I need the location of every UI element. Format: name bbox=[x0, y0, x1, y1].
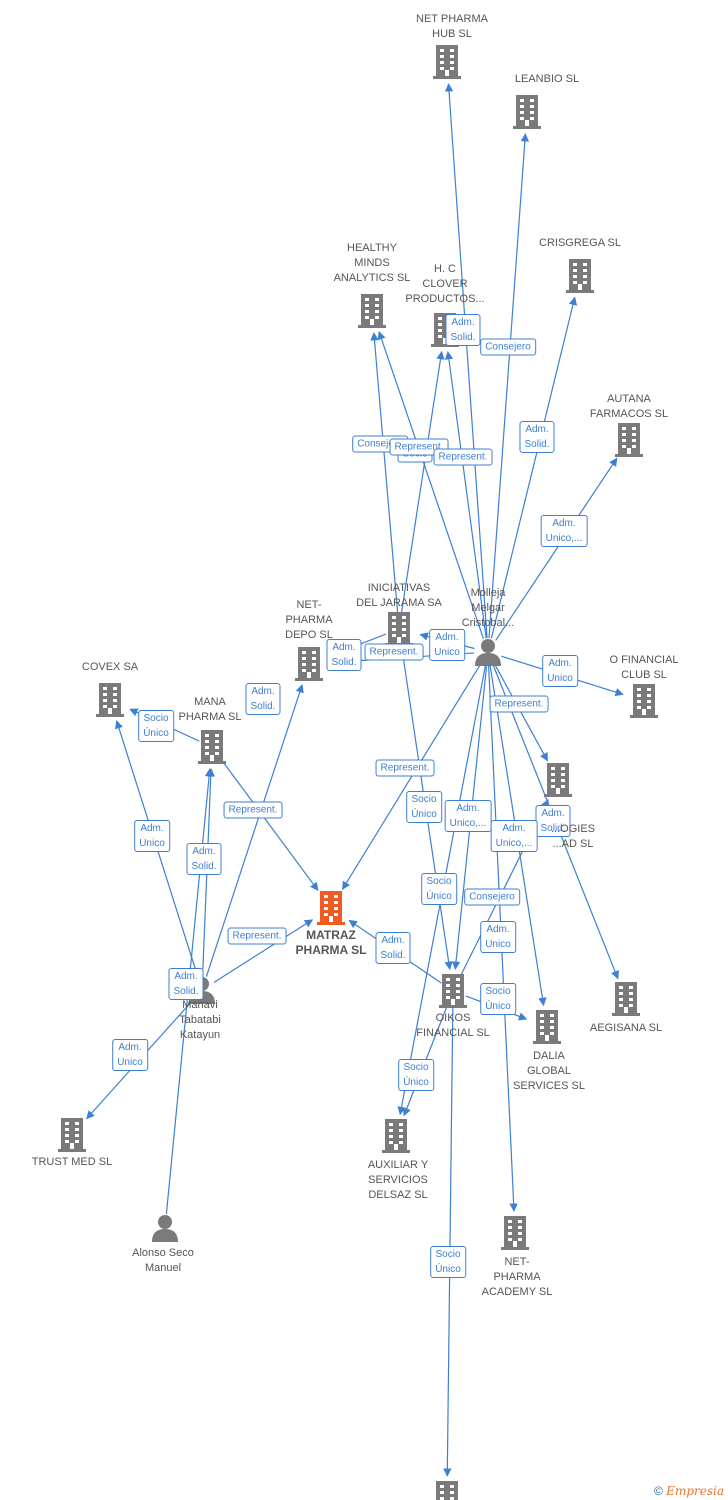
building-icon-manapharma[interactable] bbox=[198, 730, 226, 764]
edge-label-molleja-leanbio[interactable]: Consejero bbox=[480, 338, 536, 356]
edge-label-oikos-auxiliar[interactable]: Socio Único bbox=[406, 791, 442, 823]
edge-label-manavi-manapharma[interactable]: Adm. Solid. bbox=[186, 843, 222, 875]
node-label-ofinancial[interactable]: O FINANCIAL CLUB SL bbox=[609, 654, 679, 681]
edge-molleja-healthy bbox=[377, 331, 485, 639]
edge-molleja-clover bbox=[444, 350, 487, 639]
edge-label-oikos-bottomco[interactable]: Socio Único bbox=[480, 983, 516, 1015]
edge-label-molleja-netpharmahub[interactable]: Adm. Solid. bbox=[445, 314, 481, 346]
person-icon-alonso[interactable] bbox=[152, 1215, 178, 1242]
building-icon-dalia[interactable] bbox=[533, 1010, 561, 1044]
edge-oikos-bottomco bbox=[443, 1004, 454, 1477]
building-icon-oikos[interactable] bbox=[439, 974, 467, 1008]
node-label-clover[interactable]: H. C CLOVER PRODUCTOS... bbox=[405, 263, 485, 305]
building-icon-bottomco[interactable] bbox=[433, 1481, 461, 1500]
brand-logo-text: mpresia bbox=[674, 1484, 724, 1498]
brand-logo-initial: E bbox=[666, 1484, 675, 1498]
edge-label-oikos-matraz[interactable]: Adm. Solid. bbox=[375, 932, 411, 964]
copyright-symbol: © bbox=[653, 1484, 663, 1498]
node-label-netpharmadepo[interactable]: NET- PHARMA DEPO SL bbox=[285, 599, 333, 641]
building-icon-ofinancial[interactable] bbox=[630, 684, 658, 718]
building-icon-trustmed[interactable] bbox=[58, 1118, 86, 1152]
edge-label-oikos-ologies[interactable]: Consejero bbox=[464, 888, 520, 906]
edge-iniciativas-healthy bbox=[370, 332, 399, 616]
edge-label-molleja-netpharmadepo[interactable]: Adm. Solid. bbox=[326, 639, 362, 671]
node-label-manavi[interactable]: Manavi Tabatabi Katayun bbox=[179, 999, 221, 1041]
building-icon-netpharmahub[interactable] bbox=[433, 45, 461, 79]
node-label-ologies[interactable]: ...OGIES ...AD SL bbox=[550, 823, 595, 850]
node-label-dalia[interactable]: DALIA GLOBAL SERVICES SL bbox=[513, 1050, 585, 1092]
edge-manavi-netpharmadepo bbox=[205, 684, 304, 977]
edge-label-molleja-dalia[interactable]: Adm. Unico bbox=[480, 921, 516, 953]
building-icon-iniciativas[interactable] bbox=[385, 612, 413, 646]
edge-label-iniciativas-netpharmadepo[interactable]: Represent. bbox=[364, 643, 424, 661]
edge-label-molleja-netpharmaacademy[interactable]: Socio Único bbox=[430, 1246, 466, 1278]
edge-label-molleja-clover[interactable]: Represent. bbox=[433, 448, 493, 466]
edge-manapharma-matraz bbox=[219, 757, 319, 891]
node-label-molleja[interactable]: Molleja Melgar Cristobal... bbox=[461, 587, 515, 629]
edge-label-manavi-matraz[interactable]: Represent. bbox=[227, 927, 287, 945]
edge-label-iniciativas-oikos[interactable]: Socio Único bbox=[421, 873, 457, 905]
building-icon-healthy[interactable] bbox=[358, 294, 386, 328]
edge-molleja-autana bbox=[495, 457, 618, 641]
edge-label-molleja-ofinancial[interactable]: Adm. Unico bbox=[542, 655, 578, 687]
building-icon-covex[interactable] bbox=[96, 683, 124, 717]
node-label-netpharmaacademy[interactable]: NET- PHARMA ACADEMY SL bbox=[481, 1256, 553, 1298]
building-icon-leanbio[interactable] bbox=[513, 95, 541, 129]
edge-label-molleja-aegisana[interactable]: Adm. Solid. bbox=[535, 805, 571, 837]
node-label-crisgrega[interactable]: CRISGREGA SL bbox=[539, 237, 621, 249]
person-icon-molleja[interactable] bbox=[475, 639, 501, 666]
node-label-autana[interactable]: AUTANA FARMACOS SL bbox=[589, 393, 669, 420]
node-label-aegisana[interactable]: AEGISANA SL bbox=[589, 1022, 663, 1034]
edge-label-manavi-covex[interactable]: Adm. Unico bbox=[134, 820, 170, 852]
building-icon-ologies[interactable] bbox=[544, 763, 572, 797]
building-icon-netpharmaacademy[interactable] bbox=[501, 1216, 529, 1250]
edge-label-manavi-trustmed[interactable]: Adm. Unico bbox=[112, 1039, 148, 1071]
edge-label-oikos-dalia[interactable]: Adm. Unico,... bbox=[490, 820, 538, 852]
node-label-trustmed[interactable]: TRUST MED SL bbox=[31, 1156, 113, 1168]
edge-manavi-matraz bbox=[213, 919, 314, 983]
edge-label-manavi-netpharmadepo[interactable]: Adm. Solid. bbox=[245, 683, 281, 715]
building-icon-matraz[interactable] bbox=[317, 891, 345, 925]
edge-label-molleja-autana[interactable]: Adm. Unico,... bbox=[540, 515, 588, 547]
node-label-netpharmahub[interactable]: NET PHARMA HUB SL bbox=[416, 13, 488, 40]
edge-iniciativas-clover bbox=[400, 350, 445, 616]
node-label-leanbio[interactable]: LEANBIO SL bbox=[514, 73, 580, 85]
node-label-healthy[interactable]: HEALTHY MINDS ANALYTICS SL bbox=[333, 242, 411, 284]
building-icon-netpharmadepo[interactable] bbox=[295, 647, 323, 681]
edge-label-molleja-auxiliar[interactable]: Socio Único bbox=[398, 1059, 434, 1091]
edge-molleja-matraz bbox=[341, 663, 482, 890]
edge-label-molleja-matraz[interactable]: Represent. bbox=[375, 759, 435, 777]
edge-label-molleja-ologies[interactable]: Represent. bbox=[489, 695, 549, 713]
node-label-iniciativas[interactable]: INICIATIVAS DEL JARAMA SA bbox=[356, 582, 442, 609]
edge-molleja-crisgrega bbox=[490, 296, 578, 639]
node-label-auxiliar[interactable]: AUXILIAR Y SERVICIOS DELSAZ SL bbox=[367, 1159, 429, 1201]
edge-label-molleja-iniciativas[interactable]: Adm. Unico bbox=[429, 629, 465, 661]
node-label-covex[interactable]: COVEX SA bbox=[81, 661, 139, 673]
building-icon-autana[interactable] bbox=[615, 423, 643, 457]
edge-label-manapharma-matraz[interactable]: Represent. bbox=[223, 801, 283, 819]
building-icon-crisgrega[interactable] bbox=[566, 259, 594, 293]
node-label-oikos[interactable]: OIKOS FINANCIAL SL bbox=[416, 1012, 490, 1039]
edge-label-alonso-manapharma[interactable]: Adm. Solid. bbox=[168, 968, 204, 1000]
edge-molleja-netpharmahub bbox=[444, 83, 488, 639]
node-label-alonso[interactable]: Alonso Seco Manuel bbox=[132, 1247, 194, 1274]
edge-label-molleja-crisgrega[interactable]: Adm. Solid. bbox=[519, 421, 555, 453]
edge-label-molleja-oikos[interactable]: Adm. Unico,... bbox=[444, 800, 492, 832]
building-icon-aegisana[interactable] bbox=[612, 982, 640, 1016]
brand-footer: © Empresia bbox=[654, 1484, 724, 1498]
edge-molleja-leanbio bbox=[488, 133, 530, 639]
edge-label-manapharma-covex[interactable]: Socio Único bbox=[138, 710, 174, 742]
building-icon-auxiliar[interactable] bbox=[382, 1119, 410, 1153]
node-label-matraz[interactable]: MATRAZ PHARMA SL bbox=[295, 928, 367, 957]
node-label-manapharma[interactable]: MANA PHARMA SL bbox=[178, 696, 242, 723]
